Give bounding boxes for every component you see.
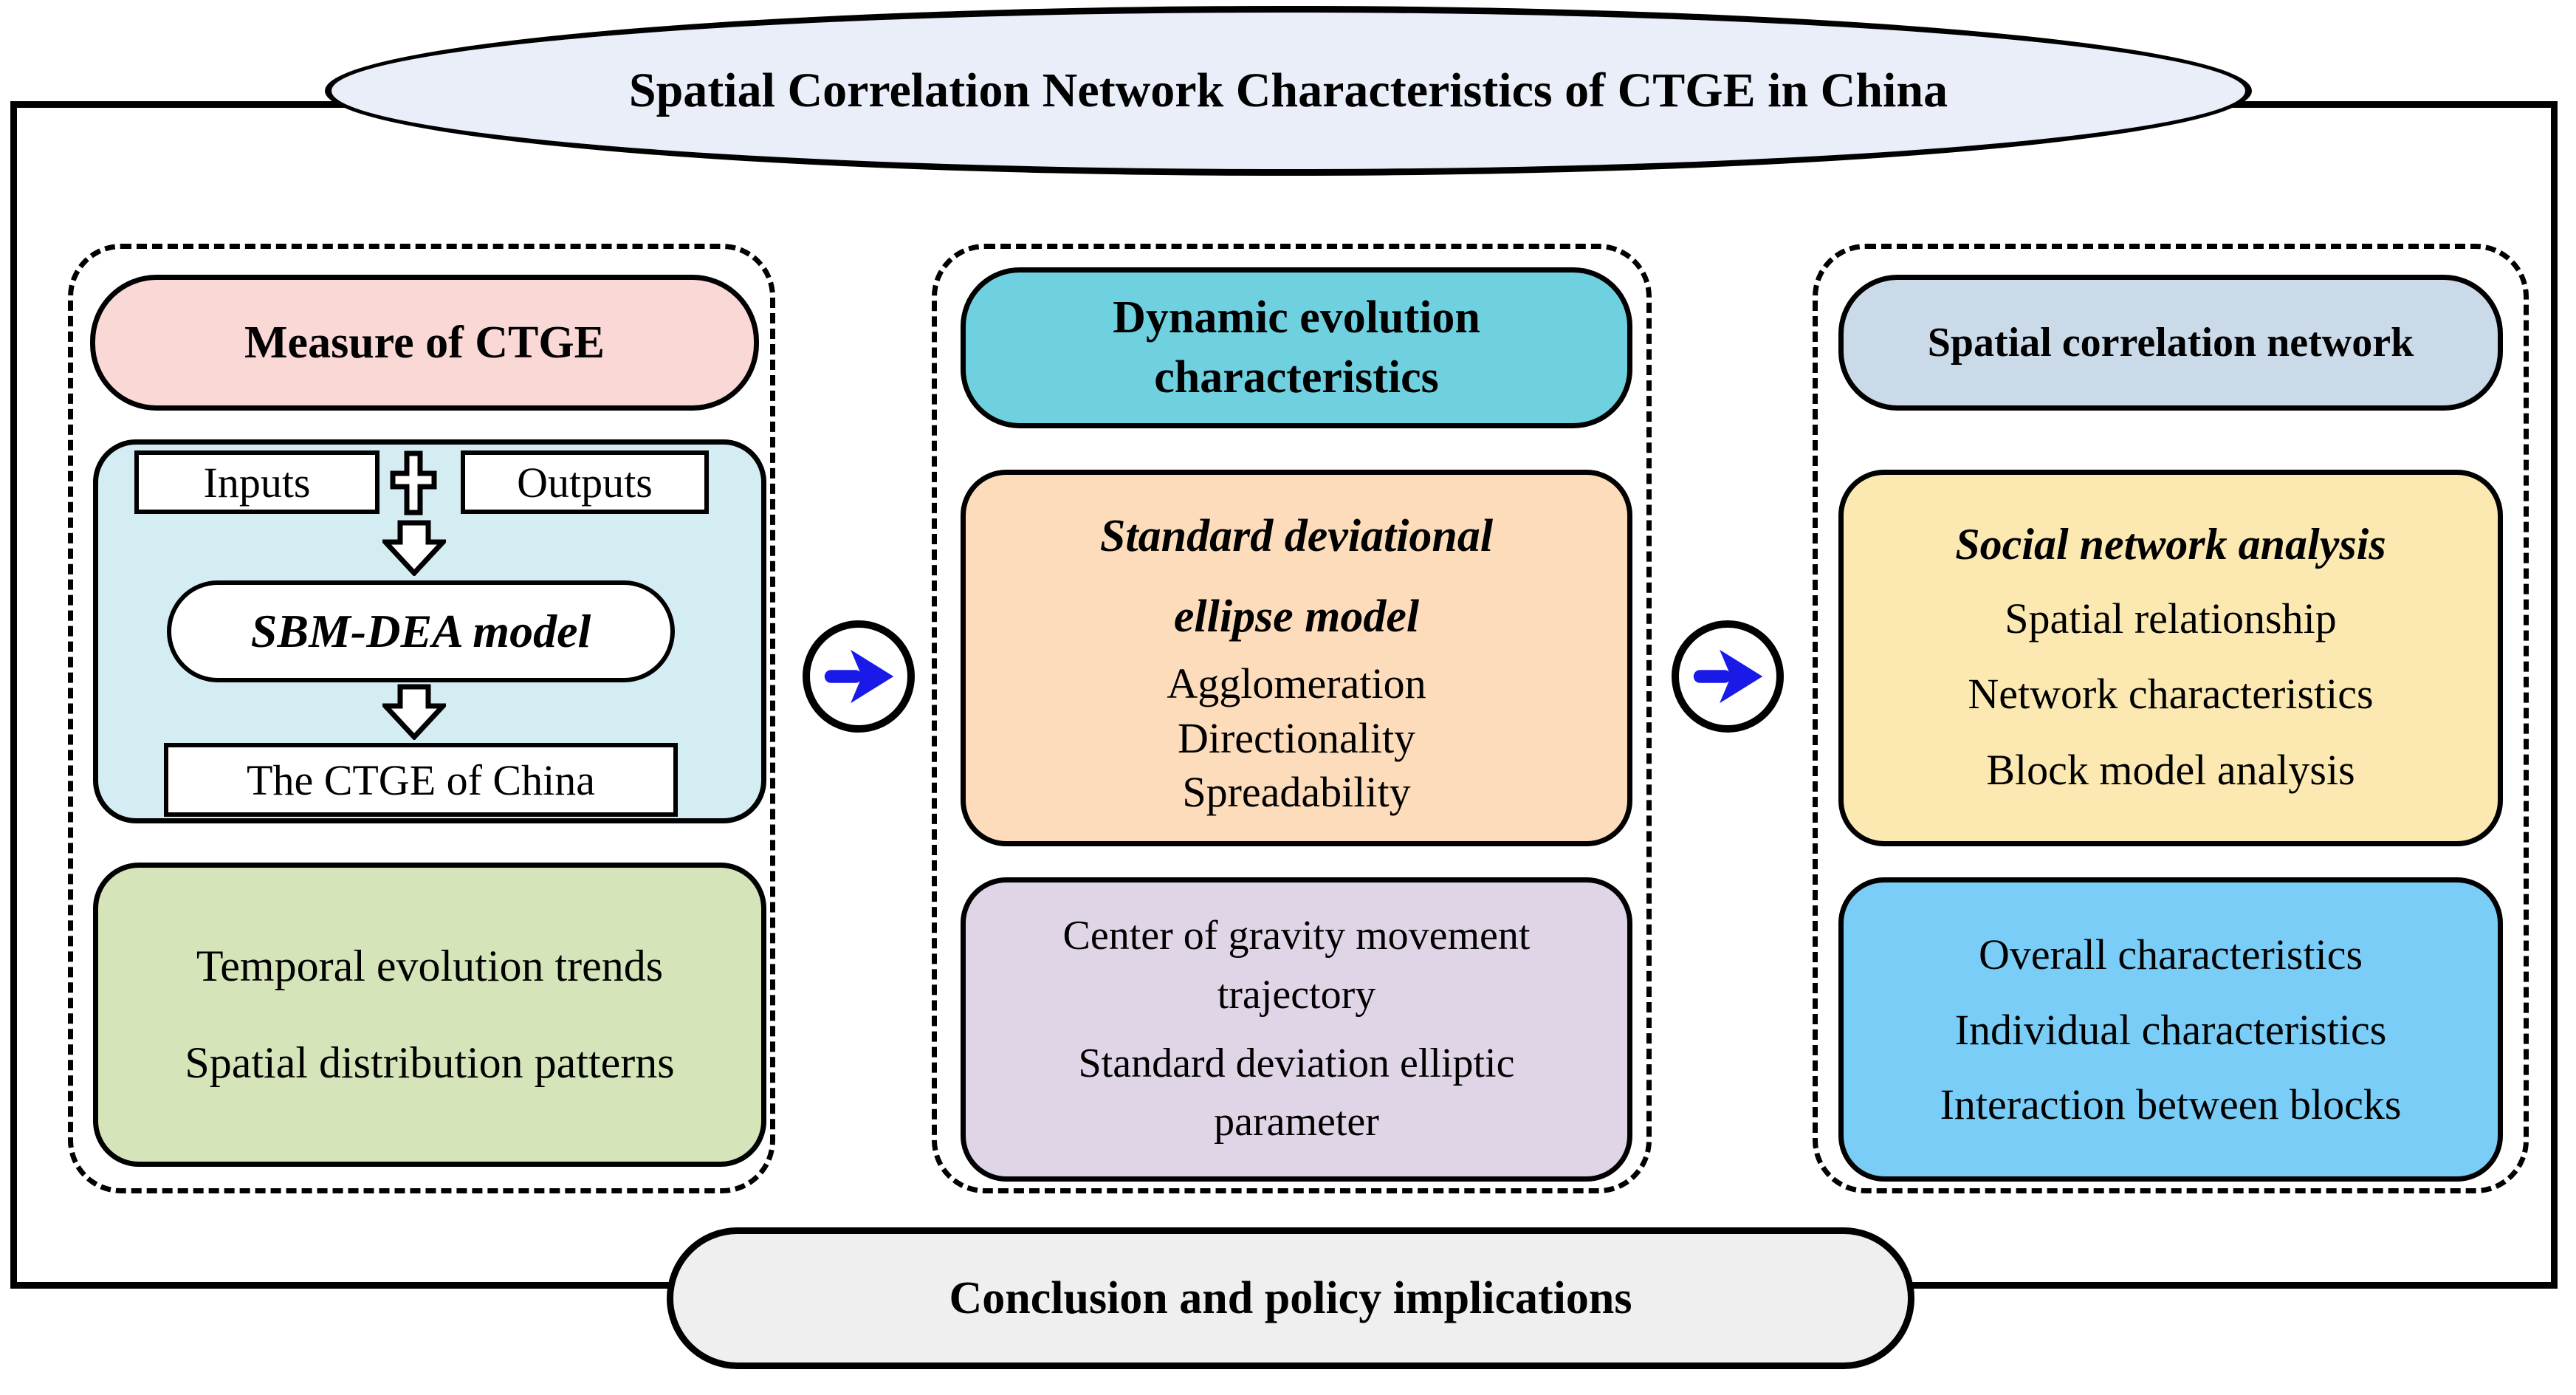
finding-line: Spatial distribution patterns xyxy=(185,1038,675,1087)
sbm-dea-model-box: SBM-DEA model xyxy=(167,580,675,682)
flow-arrow-circle xyxy=(803,620,915,733)
ctge-result-box: The CTGE of China xyxy=(164,743,678,817)
sde-model-title: Standard deviational ellipse model xyxy=(1099,511,1494,642)
diagram-title: Spatial Correlation Network Characterist… xyxy=(628,64,1948,117)
sde-output-line: Center of gravity movement trajectory xyxy=(1062,913,1531,1018)
sna-method-title: Social network analysis xyxy=(1955,519,2386,569)
dynamic-column xyxy=(932,244,1652,1193)
network-output-line: Overall characteristics xyxy=(1978,930,2363,979)
plus-icon xyxy=(390,450,437,519)
network-output-line: Interaction between blocks xyxy=(1940,1080,2402,1128)
sde-aspect: Directionality xyxy=(1177,713,1416,762)
title-banner: Spatial Correlation Network Characterist… xyxy=(325,6,2252,176)
sde-output-line: Standard deviation elliptic parameter xyxy=(1078,1040,1515,1145)
network-output-line: Individual characteristics xyxy=(1954,1005,2387,1054)
blue-right-arrow-icon xyxy=(824,649,894,704)
sde-aspect: Agglomeration xyxy=(1167,659,1426,708)
sna-method-panel: Social network analysis Spatial relation… xyxy=(1838,470,2503,846)
down-arrow-icon xyxy=(379,520,450,580)
sna-aspect: Spatial relationship xyxy=(2005,594,2337,642)
flow-arrow-circle xyxy=(1672,620,1784,733)
sde-model-panel: Standard deviational ellipse model Agglo… xyxy=(961,470,1632,846)
outputs-box: Outputs xyxy=(461,450,709,514)
dynamic-header: Dynamic evolution characteristics xyxy=(961,267,1632,428)
sna-aspect: Network characteristics xyxy=(1968,670,2374,719)
sde-aspect: Spreadability xyxy=(1182,768,1411,817)
network-column xyxy=(1813,244,2529,1193)
sna-aspect: Block model analysis xyxy=(1986,745,2355,794)
down-arrow-icon xyxy=(379,684,450,744)
measure-header: Measure of CTGE xyxy=(90,275,759,411)
blue-right-arrow-icon xyxy=(1693,649,1763,704)
measure-findings-panel: Temporal evolution trends Spatial distri… xyxy=(93,863,766,1167)
finding-line: Temporal evolution trends xyxy=(196,942,664,990)
conclusion-label: Conclusion and policy implications xyxy=(949,1272,1632,1323)
sde-outputs-panel: Center of gravity movement trajectory St… xyxy=(961,877,1632,1182)
inputs-box: Inputs xyxy=(134,450,379,514)
measure-column xyxy=(68,244,775,1193)
conclusion-banner: Conclusion and policy implications xyxy=(667,1227,1914,1369)
network-outputs-panel: Overall characteristics Individual chara… xyxy=(1838,877,2503,1182)
network-header: Spatial correlation network xyxy=(1838,275,2503,411)
